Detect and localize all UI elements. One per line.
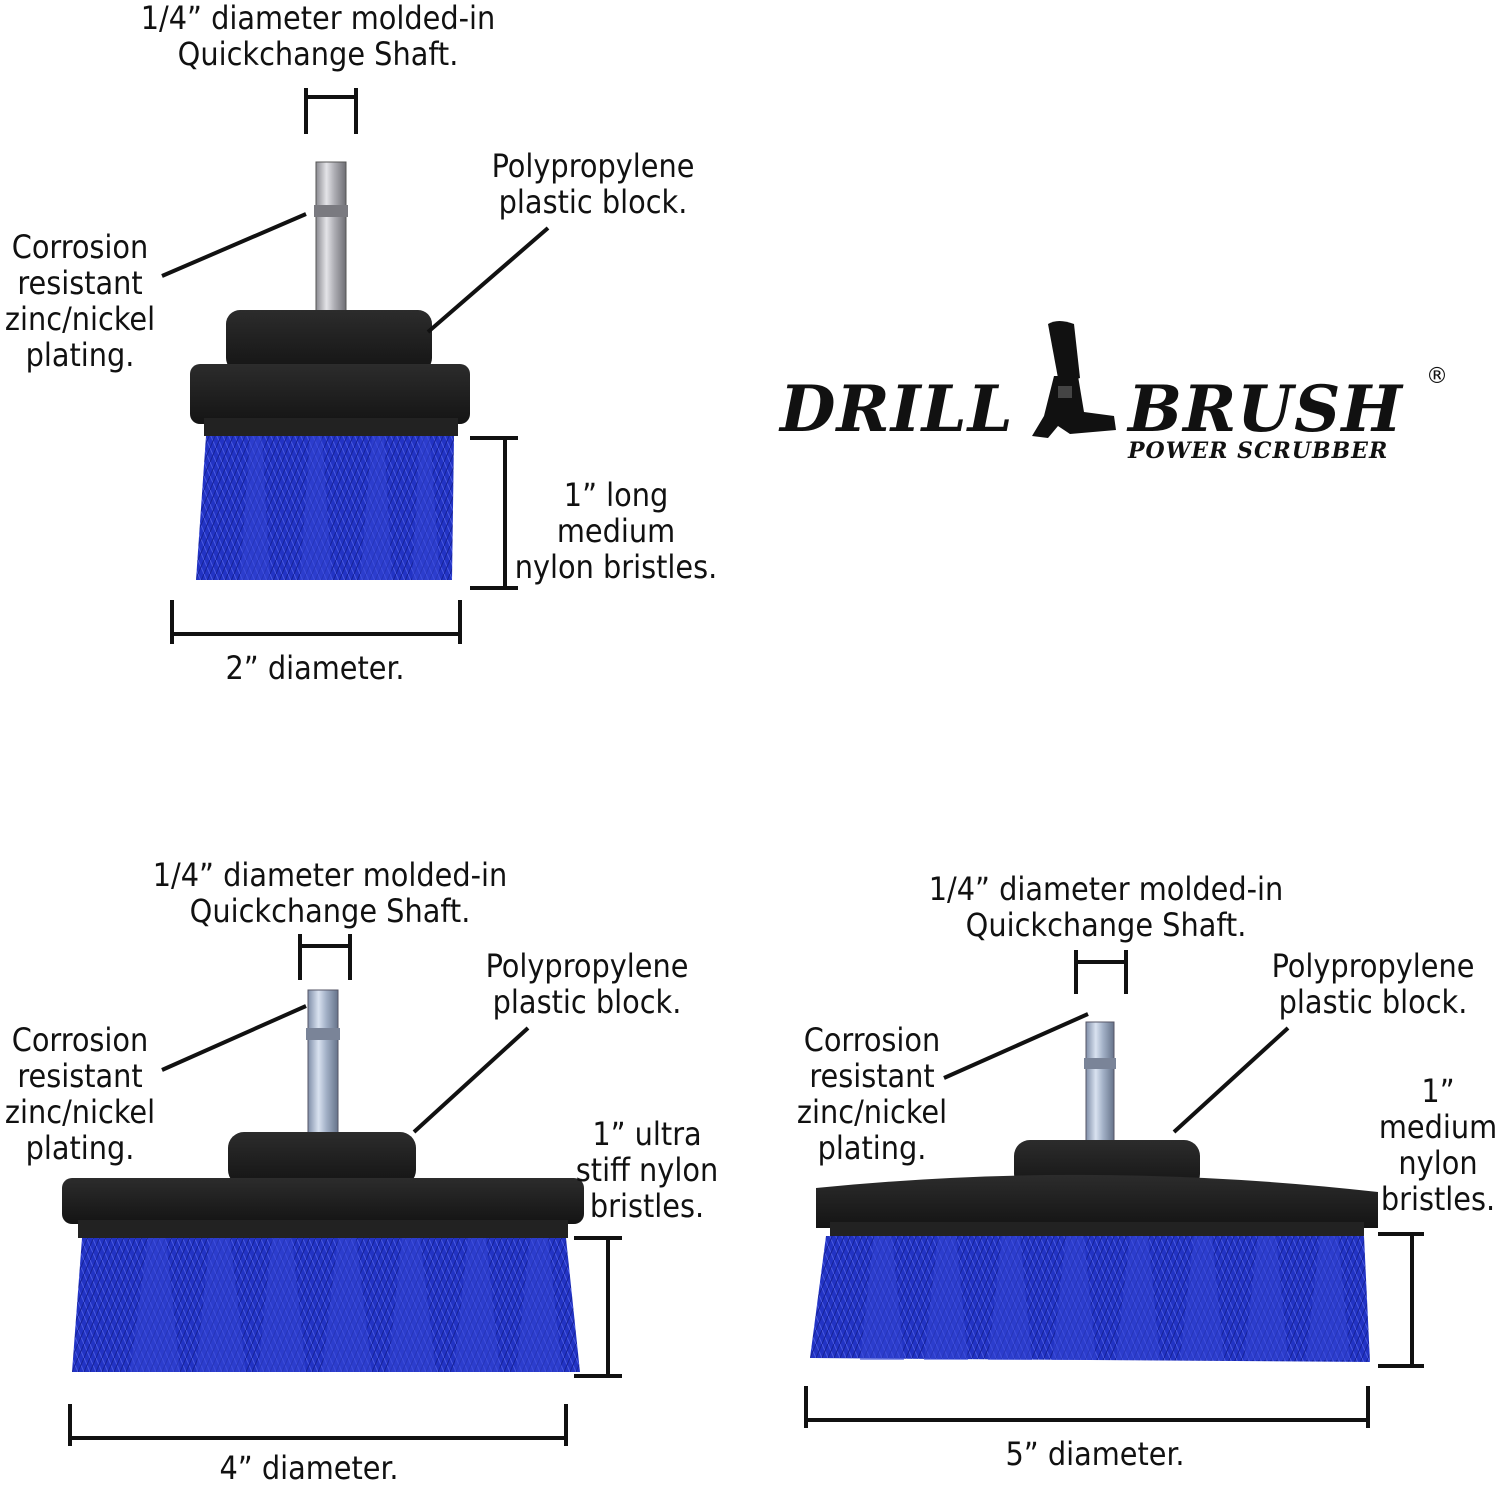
plating-label-line: plating. [25,1129,135,1167]
shaft-label-line: Quickchange Shaft. [965,906,1247,944]
bristle-label-line: bristles. [1380,1180,1496,1218]
plating-label-line: resistant [17,1057,143,1095]
block-label: Polypropylene plastic block. [476,948,698,1020]
plating-label-line: zinc/nickel [796,1093,948,1131]
registered-mark: ® [1426,364,1448,389]
plating-label-line: plating. [25,336,135,374]
bristle-label-line: 1” [1421,1072,1455,1110]
diameter-label: 4” diameter. [194,1450,424,1486]
brush-4-inch [62,934,622,1446]
drill-silhouette-icon [1032,321,1116,438]
block-label: Polypropylene plastic block. [482,148,704,220]
logo-word-drill: DRILL [780,372,1014,447]
plastic-block [226,310,432,372]
bristle-label-line: stiff nylon [575,1151,719,1189]
diameter-label: 5” diameter. [980,1436,1210,1472]
block-label-line: plastic block. [1278,983,1468,1021]
plating-label: Corrosion resistant zinc/nickel plating. [792,1022,952,1166]
bristles [72,1238,580,1372]
bristles [196,436,454,580]
hex-shaft [307,989,339,1141]
plating-label-line: Corrosion [803,1021,941,1059]
diameter-label-text: 2” diameter. [225,649,405,687]
logo-word-brush: BRUSH [1128,372,1403,447]
shaft-label: 1/4” diameter molded-in Quickchange Shaf… [140,857,520,929]
brush-5-inch [804,950,1424,1428]
shaft-label-line: Quickchange Shaft. [177,35,459,73]
block-label-line: plastic block. [492,983,682,1021]
shaft-label-line: 1/4” diameter molded-in [928,870,1284,908]
bristle-label: 1” ultra stiff nylon bristles. [566,1116,728,1224]
block-label: Polypropylene plastic block. [1262,948,1484,1020]
hex-shaft [315,161,347,315]
plating-label-line: zinc/nickel [4,300,156,338]
shaft-label: 1/4” diameter molded-in Quickchange Shaf… [128,0,508,72]
shaft-label: 1/4” diameter molded-in Quickchange Shaf… [916,871,1296,943]
plastic-block [228,1132,416,1186]
bristle-label-line: medium [1378,1108,1498,1146]
plating-label-line: plating. [817,1129,927,1167]
brush-2-inch [161,88,550,644]
bristles [810,1236,1370,1362]
block-label-line: Polypropylene [485,947,689,985]
bristle-label-line: nylon bristles. [514,548,718,586]
hex-shaft [1085,1021,1115,1145]
plating-label: Corrosion resistant zinc/nickel plating. [0,1022,160,1166]
bristle-label-line: nylon [1398,1144,1478,1182]
plating-label: Corrosion resistant zinc/nickel plating. [0,229,160,373]
shaft-label-line: Quickchange Shaft. [189,892,471,930]
shaft-label-line: 1/4” diameter molded-in [140,0,496,37]
block-label-line: Polypropylene [491,147,695,185]
shaft-label-line: 1/4” diameter molded-in [152,856,508,894]
bristle-label-line: medium [556,512,676,550]
plating-label-line: resistant [809,1057,935,1095]
bristle-label-line: bristles. [589,1187,705,1225]
bristle-label-line: 1” long [563,476,669,514]
plating-label-line: zinc/nickel [4,1093,156,1131]
diameter-label-text: 5” diameter. [1005,1435,1185,1473]
plating-label-line: Corrosion [11,228,149,266]
block-label-line: plastic block. [498,183,688,221]
plating-label-line: resistant [17,264,143,302]
block-label-line: Polypropylene [1271,947,1475,985]
drillbrush-logo: DRILL BRUSH ® POWER SCRUBBER [780,320,1460,480]
logo-tagline: POWER SCRUBBER [1128,438,1389,464]
shaft-width-bracket [304,88,358,134]
diameter-label: 2” diameter. [200,650,430,686]
bristle-label: 1” long medium nylon bristles. [514,477,718,585]
bristle-label-line: 1” ultra [592,1115,702,1153]
bristle-label: 1” medium nylon bristles. [1376,1073,1500,1217]
diameter-label-text: 4” diameter. [219,1449,399,1487]
plating-label-line: Corrosion [11,1021,149,1059]
